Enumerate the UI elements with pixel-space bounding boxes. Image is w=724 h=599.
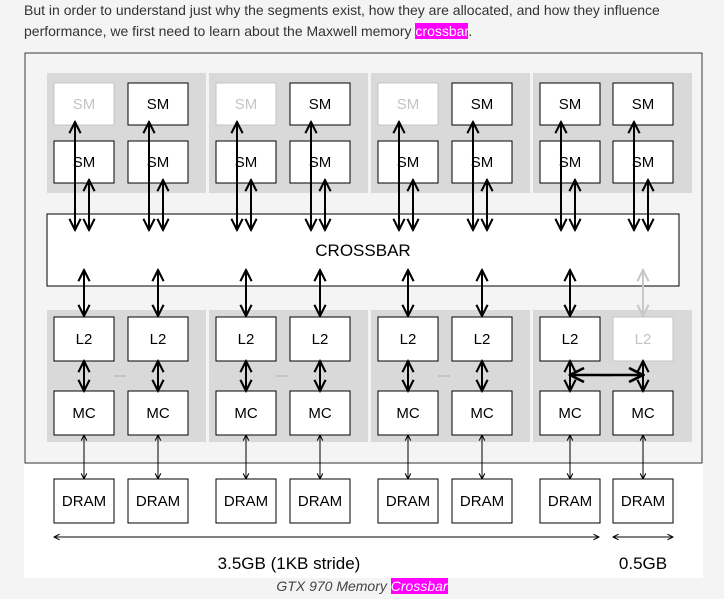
mc-4: MC — [289, 390, 351, 436]
mc-1: MC — [53, 390, 115, 436]
sm-bottom-2: SM — [127, 140, 189, 184]
figure-caption: GTX 970 Memory Crossbar — [0, 578, 724, 594]
sm-bottom-5: SM — [377, 140, 439, 184]
l2-6-label: L2 — [474, 331, 491, 348]
caption-crossbar-link[interactable]: Crossbar — [390, 578, 448, 594]
sm-bottom-7-label: SM — [559, 154, 582, 171]
sm-top-6-label: SM — [471, 96, 494, 113]
intro-text: But in order to understand just why the … — [24, 2, 660, 39]
mc-6: MC — [451, 390, 513, 436]
mc-8-label: MC — [631, 405, 654, 422]
dram-7-label: DRAM — [548, 493, 592, 510]
dram-1-label: DRAM — [62, 493, 106, 510]
mc-3-label: MC — [234, 405, 257, 422]
segment-small-label: 0.5GB — [619, 554, 667, 573]
sm-bottom-3-label: SM — [235, 154, 258, 171]
mc-7: MC — [539, 390, 601, 436]
dram-8-label: DRAM — [621, 493, 665, 510]
crossbar-link[interactable]: crossbar — [415, 23, 469, 39]
sm-top-4-label: SM — [309, 96, 332, 113]
l2-3: L2 — [215, 316, 277, 362]
segment-large-label: 3.5GB (1KB stride) — [218, 554, 361, 573]
sm-top-6: SM — [451, 82, 513, 126]
mc-8: MC — [612, 390, 674, 436]
mc-6-label: MC — [470, 405, 493, 422]
crossbar-figure: SM SM SM SM SM SM SM SM SM SM SM SM SM SM SM SM CROSSBAR… — [24, 52, 703, 578]
sm-bottom-4: SM — [289, 140, 351, 184]
l2-4-label: L2 — [312, 331, 329, 348]
dram-2-label: DRAM — [136, 493, 180, 510]
sm-top-1: SM — [53, 82, 115, 126]
l2-1: L2 — [53, 316, 115, 362]
crossbar-label: CROSSBAR — [315, 241, 410, 260]
sm-top-7-label: SM — [559, 96, 582, 113]
l2-4: L2 — [289, 316, 351, 362]
sm-bottom-4-label: SM — [309, 154, 332, 171]
dram-8: DRAM — [612, 478, 674, 524]
dram-2: DRAM — [127, 478, 189, 524]
sm-top-5: SM — [377, 82, 439, 126]
sm-top-3: SM — [215, 82, 277, 126]
dram-7: DRAM — [539, 478, 601, 524]
sm-top-3-label: SM — [235, 96, 258, 113]
memory-crossbar-diagram: SM SM SM SM SM SM SM SM SM SM SM SM SM SM SM SM CROSSBAR… — [24, 52, 703, 573]
dram-4: DRAM — [289, 478, 351, 524]
sm-bottom-2-label: SM — [147, 154, 170, 171]
sm-top-8-label: SM — [632, 96, 655, 113]
sm-top-2-label: SM — [147, 96, 170, 113]
mc-1-label: MC — [72, 405, 95, 422]
sm-bottom-5-label: SM — [397, 154, 420, 171]
sm-top-2: SM — [127, 82, 189, 126]
sm-bottom-8-label: SM — [632, 154, 655, 171]
l2-1-label: L2 — [76, 331, 93, 348]
dram-1: DRAM — [53, 478, 115, 524]
sm-bottom-1-label: SM — [73, 154, 96, 171]
sm-bottom-6-label: SM — [471, 154, 494, 171]
sm-top-1-label: SM — [73, 96, 96, 113]
l2-2-label: L2 — [150, 331, 167, 348]
dram-3: DRAM — [215, 478, 277, 524]
intro-text-end: . — [468, 23, 473, 39]
l2-5-label: L2 — [400, 331, 417, 348]
sm-top-5-label: SM — [397, 96, 420, 113]
sm-bottom-6: SM — [451, 140, 513, 184]
mc-5-label: MC — [396, 405, 419, 422]
l2-7: L2 — [539, 316, 601, 362]
l2-8: L2 — [612, 316, 674, 362]
mc-3: MC — [215, 390, 277, 436]
l2-5: L2 — [377, 316, 439, 362]
l2-3-label: L2 — [238, 331, 255, 348]
sm-top-8: SM — [612, 82, 674, 126]
dram-4-label: DRAM — [298, 493, 342, 510]
sm-top-4: SM — [289, 82, 351, 126]
mc-2-label: MC — [146, 405, 169, 422]
mc-2: MC — [127, 390, 189, 436]
l2-2: L2 — [127, 316, 189, 362]
sm-bottom-7: SM — [539, 140, 601, 184]
mc-5: MC — [377, 390, 439, 436]
sm-bottom-1: SM — [53, 140, 115, 184]
sm-bottom-8: SM — [612, 140, 674, 184]
mc-4-label: MC — [308, 405, 331, 422]
dram-6: DRAM — [451, 478, 513, 524]
sm-top-7: SM — [539, 82, 601, 126]
dram-5-label: DRAM — [386, 493, 430, 510]
l2-6: L2 — [451, 316, 513, 362]
l2-8-label: L2 — [635, 331, 652, 348]
dram-5: DRAM — [377, 478, 439, 524]
intro-paragraph: But in order to understand just why the … — [24, 0, 714, 42]
sm-bottom-3: SM — [215, 140, 277, 184]
dram-6-label: DRAM — [460, 493, 504, 510]
dram-3-label: DRAM — [224, 493, 268, 510]
caption-text: GTX 970 Memory — [276, 578, 391, 594]
l2-7-label: L2 — [562, 331, 579, 348]
mc-7-label: MC — [558, 405, 581, 422]
